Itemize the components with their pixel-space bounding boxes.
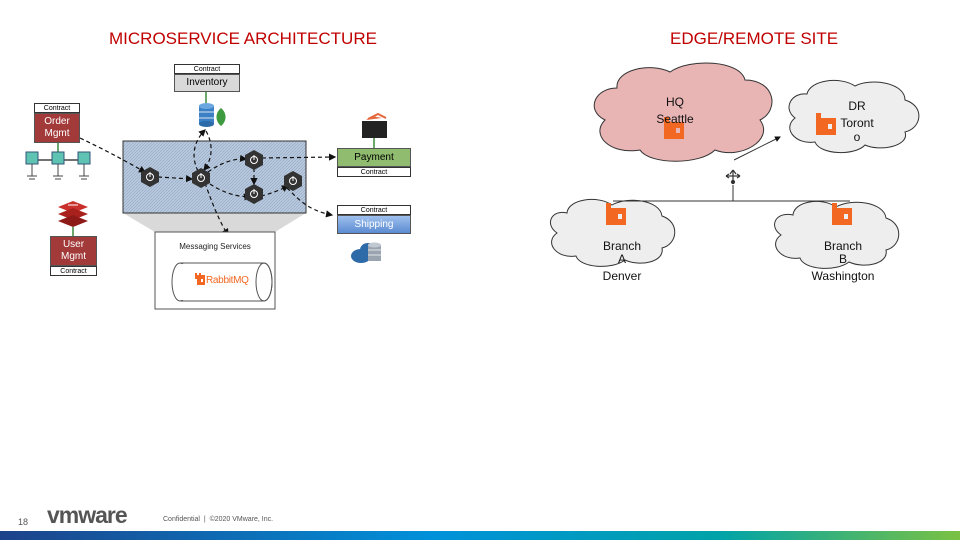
inventory-service: Inventory — [174, 74, 240, 92]
database-icon — [199, 103, 226, 127]
footer-confidential: Confidential | ©2020 VMware, Inc. — [163, 516, 274, 523]
user-mgmt-service: User Mgmt — [50, 236, 97, 266]
payment-service: Payment — [337, 148, 411, 167]
inventory-contract: Contract — [174, 64, 240, 74]
order-contract: Contract — [34, 103, 80, 113]
branch-a-label: Branch A Denver — [586, 238, 658, 285]
node-3 — [245, 150, 263, 170]
branch-b-line-1: Branch — [823, 239, 863, 253]
branch-a-line-2: A — [617, 252, 626, 266]
order-label-line2: Mgmt — [44, 128, 70, 139]
queue-cylinder — [171, 262, 273, 302]
microservice-nodes — [141, 150, 302, 204]
network-links — [613, 136, 850, 202]
rabbitmq-icon-dr — [816, 113, 836, 135]
rabbitmq-logo-text: RabbitMQ — [206, 275, 249, 286]
payment-label: Payment — [354, 151, 394, 163]
dr-line-2: Toront — [840, 116, 874, 130]
left-title: MICROSERVICE ARCHITECTURE — [109, 29, 377, 48]
footer-gradient-bar — [0, 531, 960, 540]
messaging-funnel — [123, 213, 306, 232]
vmware-logo: vmware — [47, 502, 128, 528]
rabbitmq-icon-hq — [664, 117, 684, 139]
user-label-line1: User — [62, 239, 85, 250]
dr-label: DR Toront o — [822, 98, 892, 146]
branch-b-line-3: Washington — [811, 269, 875, 283]
node-5 — [284, 171, 302, 191]
right-title: EDGE/REMOTE SITE — [670, 29, 839, 48]
hq-line-2: Seattle — [656, 112, 694, 126]
rabbitmq-icon-branch-a — [606, 203, 626, 225]
hq-label: HQ Seattle — [640, 94, 710, 128]
inventory-label: Inventory — [186, 77, 228, 88]
rabbitmq-logo-icon — [195, 273, 205, 285]
branch-a-line-3: Denver — [602, 269, 642, 283]
cloud-hq — [593, 62, 773, 162]
shipping-label: Shipping — [354, 218, 394, 230]
branch-b-line-2: B — [838, 252, 847, 266]
rabbitmq-icon-branch-b — [832, 203, 852, 225]
page-number: 18 — [18, 517, 29, 527]
data-flow-arrows — [79, 129, 337, 237]
order-label-line1: Order — [44, 116, 70, 127]
payment-contract: Contract — [337, 167, 411, 177]
user-contract: Contract — [50, 266, 97, 276]
redis-icon — [58, 201, 88, 227]
node-2 — [192, 168, 210, 188]
node-1 — [141, 167, 159, 187]
dr-line-3: o — [853, 130, 861, 144]
cloud-database-icon — [351, 242, 381, 263]
hq-line-1: HQ — [666, 95, 684, 109]
network-hub-icon — [725, 169, 741, 185]
order-mgmt-service: Order Mgmt — [34, 113, 80, 143]
dr-line-1: DR — [848, 99, 866, 113]
cloud-branch-b — [774, 200, 900, 269]
node-4 — [245, 184, 263, 204]
messaging-title: Messaging Services — [179, 242, 251, 251]
branch-a-line-1: Branch — [602, 239, 642, 253]
shipping-service: Shipping — [337, 215, 411, 234]
folder-icon — [362, 112, 387, 138]
branch-b-label: Branch B Washington — [800, 238, 886, 285]
user-label-line2: Mgmt — [61, 251, 86, 262]
cloud-branch-a — [549, 198, 676, 267]
shipping-contract: Contract — [337, 205, 411, 215]
network-switch-icon — [25, 143, 91, 180]
